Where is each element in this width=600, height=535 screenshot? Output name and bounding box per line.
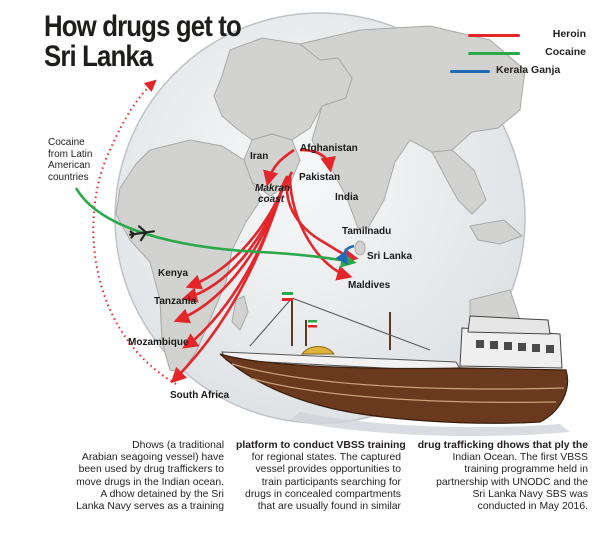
col2-line-2: for regional states. The captured <box>251 452 401 464</box>
label-mozambique: Mozambique <box>128 337 189 348</box>
airplane-icon <box>129 225 155 242</box>
cocaine-source-line-1: Cocaine <box>48 137 85 148</box>
col1-line-2: Arabian seagoing vessel) have <box>81 452 224 464</box>
col1-line-5: A dhow detained by the Sri <box>100 488 224 500</box>
page-title: How drugs get to Sri Lanka <box>44 10 242 73</box>
col2-line-6: that are usually found in similar <box>257 501 401 513</box>
cocaine-source-line-4: countries <box>48 171 89 183</box>
legend-label-cocaine: Cocaine <box>545 46 586 58</box>
body-text-column-2: platform to conduct VBSS training for re… <box>236 440 406 513</box>
legend-item-cocaine: Cocaine <box>440 44 590 62</box>
label-india: India <box>335 192 359 203</box>
col1-line-4: move drugs in the Indian ocean. <box>76 476 224 488</box>
cocaine-source-line-3: American <box>48 160 91 171</box>
label-kenya: Kenya <box>158 268 189 279</box>
col2-line-1: platform to conduct VBSS training <box>236 440 406 451</box>
label-south: South <box>170 390 199 401</box>
col1-line-1: Dhows (a traditional <box>132 440 224 451</box>
label-iran: Iran <box>250 151 269 162</box>
legend-swatch-heroin <box>468 34 520 37</box>
body-text-column-3: drug trafficking dhows that ply the Indi… <box>408 440 588 513</box>
col3-line-6: conducted in May 2016. <box>477 501 588 513</box>
title-line-1: How drugs get to <box>44 10 242 43</box>
col3-line-1: drug trafficking dhows that ply the <box>417 440 588 451</box>
label-maldives: Maldives <box>348 280 391 291</box>
route-map <box>74 12 570 436</box>
label-afghanistan: Afghanistan <box>300 143 358 154</box>
label-sri-lanka: Sri Lanka <box>367 251 413 262</box>
col3-line-4: partnership with UNODC and the <box>436 476 588 488</box>
col3-line-3: training programme held in <box>464 464 588 476</box>
legend-swatch-cocaine <box>468 52 520 55</box>
legend: Heroin Cocaine Kerala Ganja <box>440 26 590 80</box>
col2-line-3: vessel provides opportunities to <box>255 464 401 476</box>
col1-line-6: Lanka Navy serves as a training <box>76 501 224 513</box>
col2-line-4: train participants searching for <box>261 476 401 488</box>
col2-line-5: drugs in concealed compartments <box>245 488 401 500</box>
kerala-ganja-route <box>335 244 355 266</box>
label-makran-1: Makran <box>255 183 291 194</box>
cocaine-source-line-2: from Latin <box>48 148 93 160</box>
heroin-routes <box>170 148 359 384</box>
legend-swatch-kerala-ganja <box>450 70 490 73</box>
legend-item-heroin: Heroin <box>440 26 590 44</box>
legend-label-kerala-ganja: Kerala Ganja <box>496 64 561 76</box>
title-line-2: Sri Lanka <box>44 40 153 73</box>
label-south-africa: South Africa <box>170 390 229 401</box>
legend-item-kerala-ganja: Kerala Ganja <box>440 62 590 80</box>
flag-icon <box>282 292 293 301</box>
legend-label-heroin: Heroin <box>552 28 586 40</box>
label-makran-2: coast <box>258 194 285 205</box>
body-text-column-1: Dhows (a traditional Arabian seagoing ve… <box>60 440 224 513</box>
col3-line-5: Sri Lanka Navy SBS was <box>472 488 589 500</box>
cocaine-route <box>74 187 357 268</box>
label-pakistan: Pakistan <box>299 172 341 183</box>
col3-line-2: Indian Ocean. The first VBSS <box>452 452 588 464</box>
label-africa: Africa <box>200 390 230 401</box>
cocaine-source-label: Cocaine from Latin American countries <box>48 137 92 183</box>
col1-line-3: been used by drug traffickers to <box>78 464 224 476</box>
label-tanzania: Tanzania <box>154 296 197 307</box>
dhow-ship-illustration <box>219 292 570 436</box>
label-tamilnadu: Tamilnadu <box>342 226 392 237</box>
